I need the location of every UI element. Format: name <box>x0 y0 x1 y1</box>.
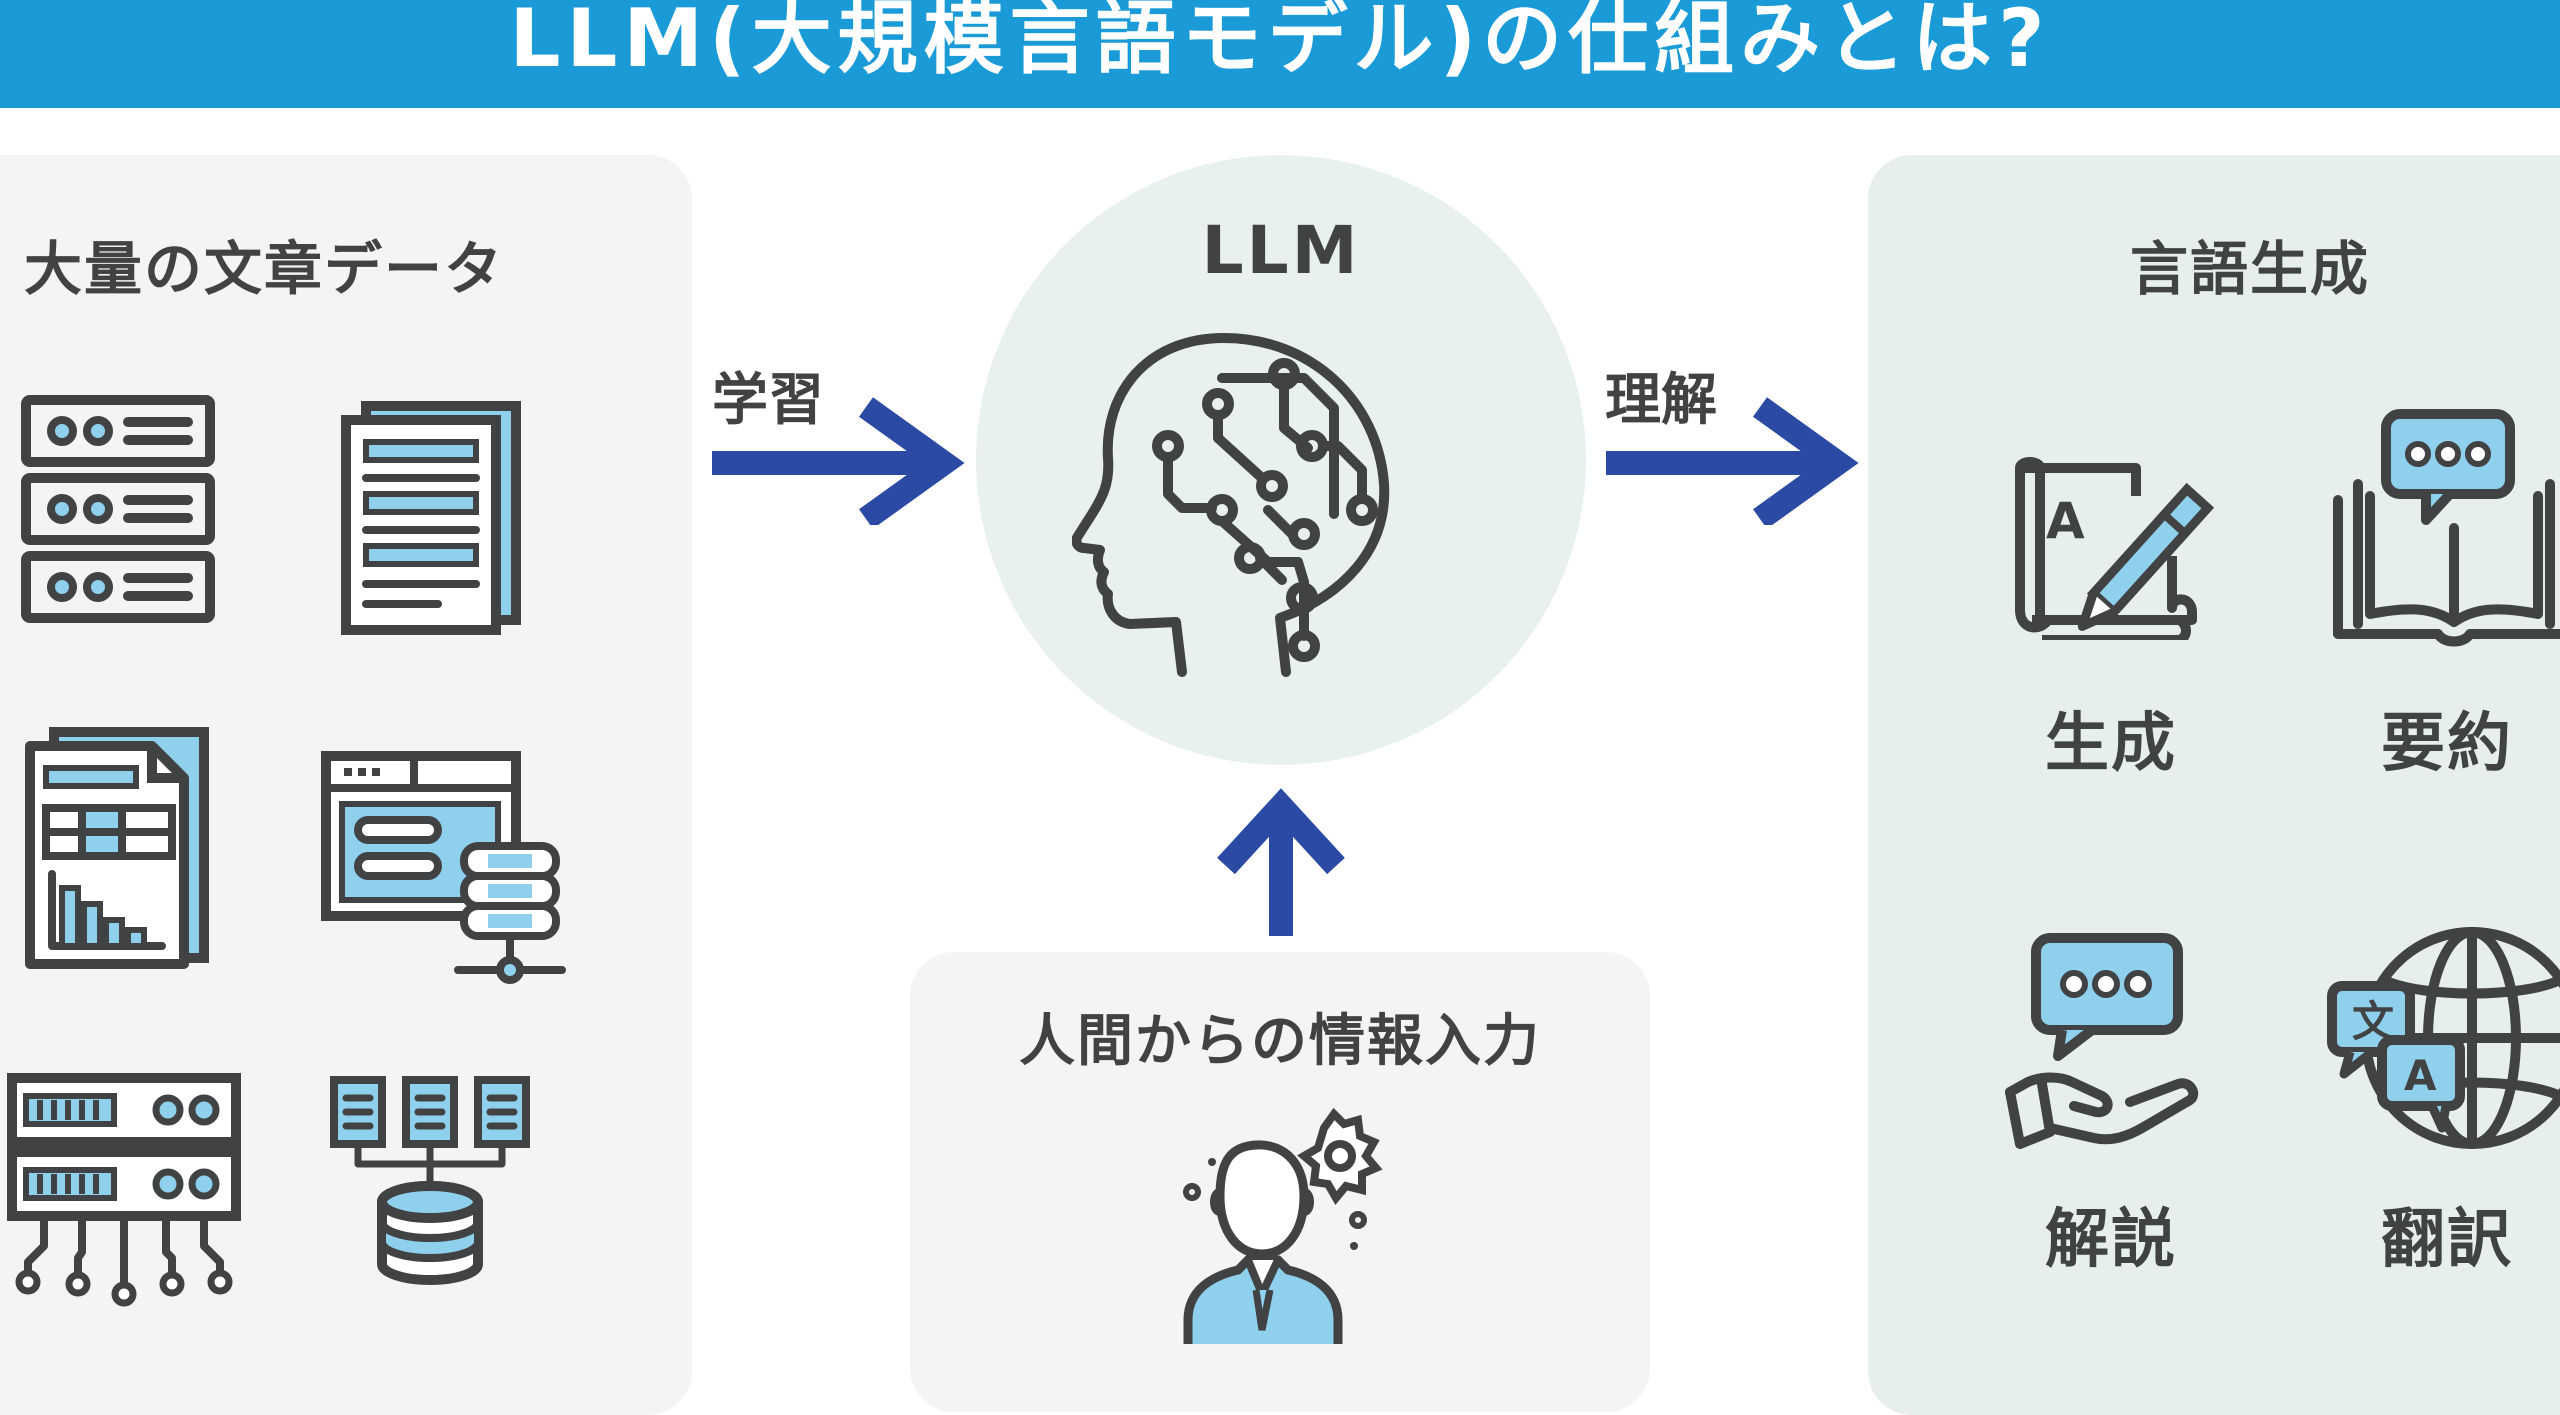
language-generation-panel <box>1868 155 2560 1415</box>
book-chat-icon <box>2333 409 2560 647</box>
document-stack-icon <box>341 401 521 635</box>
llm-label: LLM <box>1201 212 1361 289</box>
hardware-server-icon <box>7 1073 241 1307</box>
source-data-title: 大量の文章データ <box>24 235 505 303</box>
data-hierarchy-icon <box>330 1076 530 1285</box>
hand-chat-icon <box>2005 933 2199 1149</box>
svg-text:A: A <box>2046 492 2085 550</box>
understand-label: 理解 <box>1605 368 1717 433</box>
page-title: LLM(大規模言語モデル)の仕組みとは? <box>509 0 2051 85</box>
human-input-title: 人間からの情報入力 <box>1019 1009 1541 1074</box>
server-rack-icon <box>21 395 215 623</box>
learn-arrow <box>712 397 965 525</box>
writing-icon: A <box>2015 457 2215 640</box>
language-generation-title: 言語生成 <box>2130 235 2371 303</box>
output-label-translate: 翻訳 <box>2381 1203 2513 1277</box>
understand-arrow <box>1606 397 1859 525</box>
report-chart-icon <box>25 727 209 969</box>
learn-label: 学習 <box>712 368 824 433</box>
output-label-explain: 解説 <box>2045 1203 2177 1277</box>
web-database-icon <box>321 751 566 984</box>
svg-text:A: A <box>2404 1051 2437 1100</box>
ai-brain-head-icon <box>1072 333 1390 677</box>
output-label-generate: 生成 <box>2045 707 2177 781</box>
thinking-person-icon <box>1183 1107 1383 1344</box>
output-label-summary: 要約 <box>2381 707 2513 781</box>
header-bar: LLM(大規模言語モデル)の仕組みとは? <box>0 0 2560 108</box>
translate-globe-icon: 文 A <box>2327 927 2560 1149</box>
human-input-arrow <box>1217 788 1345 936</box>
